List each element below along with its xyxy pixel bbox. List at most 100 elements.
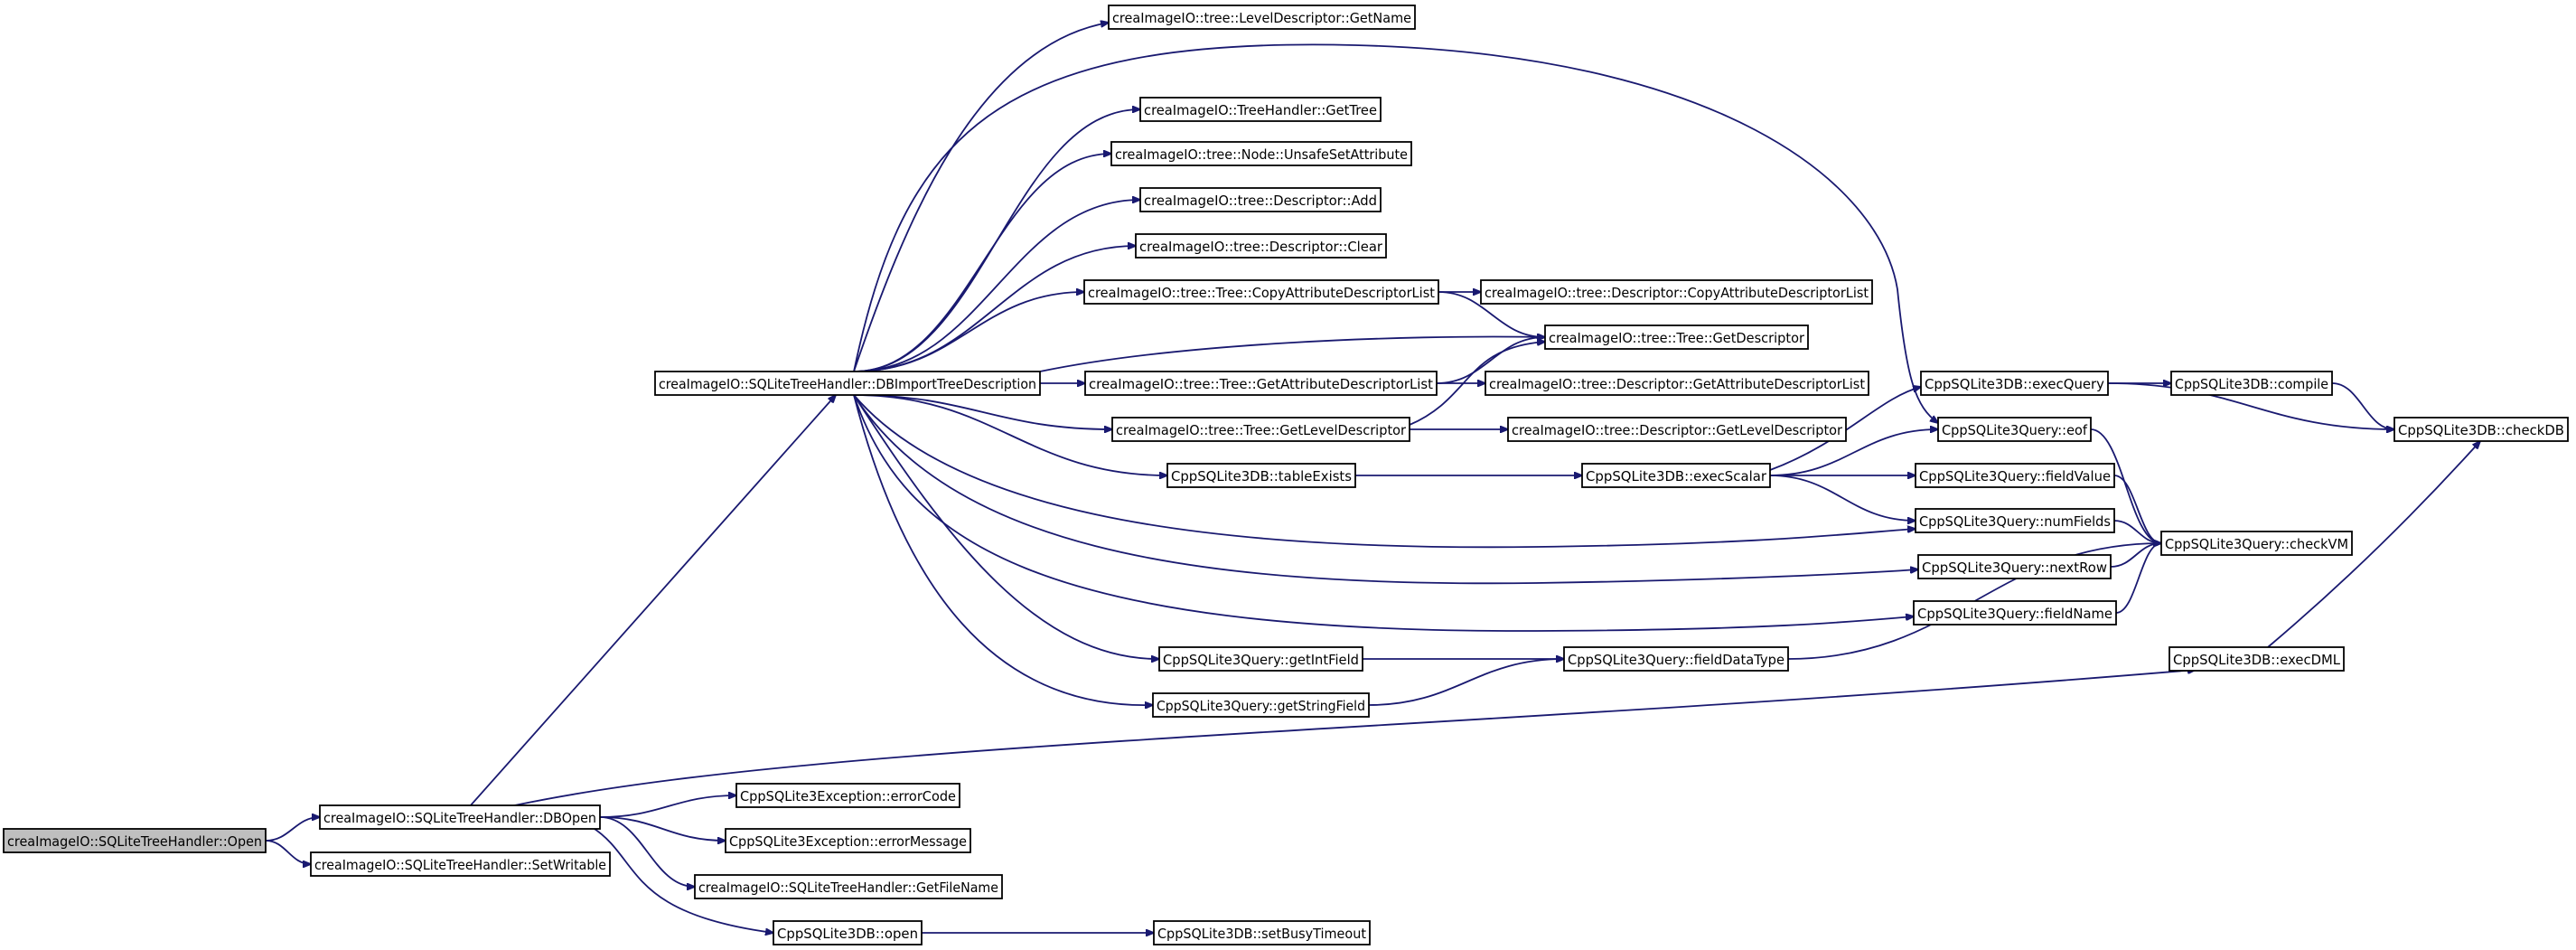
node-tableexists[interactable]: CppSQLite3DB::tableExists [1166,463,1356,488]
edge-dbopen-to-getfilename [599,816,695,887]
node-box-numfields[interactable] [1915,508,2115,533]
edge-dbimport-to-tableexists [853,394,1167,475]
node-execdml[interactable]: CppSQLite3DB::execDML [2169,646,2345,672]
node-box-treecopy[interactable] [1083,279,1439,305]
node-box-fielddatatype[interactable] [1563,646,1789,672]
node-label-nextrow: CppSQLite3Query::nextRow [1922,560,2107,576]
node-label-execquery: CppSQLite3DB::execQuery [1925,376,2104,392]
node-box-nextrow[interactable] [1917,554,2112,579]
edge-dbimport-to-descclear [853,246,1136,372]
node-label-treegetlvl: creaImageIO::tree::Tree::GetLevelDescrip… [1116,422,1407,438]
node-box-errmsg[interactable] [725,828,971,853]
node-box-dbopen[interactable] [319,804,601,830]
node-box-descgetlvl[interactable] [1507,417,1847,442]
node-box-descclear[interactable] [1135,233,1387,259]
edge-execquery-to-checkdb [2107,382,2394,429]
node-unsafeset[interactable]: creaImageIO::tree::Node::UnsafeSetAttrib… [1110,141,1412,166]
node-box-execquery[interactable] [1920,371,2109,396]
node-label-fieldname: CppSQLite3Query::fieldName [1917,606,2112,622]
node-getstring[interactable]: CppSQLite3Query::getStringField [1152,692,1370,718]
node-fieldname[interactable]: CppSQLite3Query::fieldName [1913,600,2117,625]
node-execquery[interactable]: CppSQLite3DB::execQuery [1920,371,2109,396]
node-box-lvlgetname[interactable] [1108,5,1416,30]
node-fieldvalue[interactable]: CppSQLite3Query::fieldValue [1915,463,2115,488]
node-label-gettree: creaImageIO::TreeHandler::GetTree [1144,102,1377,118]
node-checkvm[interactable]: CppSQLite3Query::checkVM [2160,531,2353,556]
node-treegetdesc[interactable]: creaImageIO::tree::Tree::GetDescriptor [1544,325,1809,350]
node-box-getfilename[interactable] [694,874,1003,899]
edge-treecopy-to-treegetdesc [1438,291,1545,337]
node-box-checkdb[interactable] [2393,417,2569,442]
node-box-fieldname[interactable] [1913,600,2117,625]
edge-fieldvalue-to-checkvm [2113,475,2161,543]
node-box-busy[interactable] [1153,920,1371,945]
node-descclear[interactable]: creaImageIO::tree::Descriptor::Clear [1135,233,1387,259]
node-dbopen3[interactable]: CppSQLite3DB::open [773,920,923,945]
node-label-dbopen: creaImageIO::SQLiteTreeHandler::DBOpen [323,810,596,826]
node-numfields[interactable]: CppSQLite3Query::numFields [1915,508,2115,533]
node-open[interactable]: creaImageIO::SQLiteTreeHandler::Open [3,828,267,853]
node-box-tableexists[interactable] [1166,463,1356,488]
node-label-numfields: CppSQLite3Query::numFields [1919,513,2111,530]
node-box-getstring[interactable] [1152,692,1370,718]
node-box-dbimport[interactable] [654,371,1041,396]
node-box-unsafeset[interactable] [1110,141,1412,166]
node-box-dbopen3[interactable] [773,920,923,945]
node-treegetlvl[interactable]: creaImageIO::tree::Tree::GetLevelDescrip… [1111,417,1410,442]
node-checkdb[interactable]: CppSQLite3DB::checkDB [2393,417,2569,442]
node-box-checkvm[interactable] [2160,531,2353,556]
node-compile[interactable]: CppSQLite3DB::compile [2170,371,2333,396]
node-dbimport[interactable]: creaImageIO::SQLiteTreeHandler::DBImport… [654,371,1041,396]
node-gettree[interactable]: creaImageIO::TreeHandler::GetTree [1139,97,1382,122]
node-box-getint[interactable] [1158,646,1363,672]
call-nodes: creaImageIO::SQLiteTreeHandler::Opencrea… [3,5,2569,945]
node-desccopy[interactable]: creaImageIO::tree::Descriptor::CopyAttri… [1480,279,1873,305]
node-box-desccopy[interactable] [1480,279,1873,305]
node-box-setwritable[interactable] [310,851,611,877]
node-box-treegetlvl[interactable] [1111,417,1410,442]
node-treegetattr[interactable]: creaImageIO::tree::Tree::GetAttributeDes… [1084,371,1438,396]
edge-dbimport-to-nextrow [853,394,1918,585]
node-box-descgetattr[interactable] [1485,371,1869,396]
node-box-fieldvalue[interactable] [1915,463,2115,488]
node-descgetlvl[interactable]: creaImageIO::tree::Descriptor::GetLevelD… [1507,417,1847,442]
node-box-errcode[interactable] [735,783,960,808]
node-getint[interactable]: CppSQLite3Query::getIntField [1158,646,1363,672]
node-errcode[interactable]: CppSQLite3Exception::errorCode [735,783,960,808]
node-box-treegetdesc[interactable] [1544,325,1809,350]
node-treecopy[interactable]: creaImageIO::tree::Tree::CopyAttributeDe… [1083,279,1439,305]
node-label-execdml: CppSQLite3DB::execDML [2173,652,2340,668]
edge-dbimport-to-fieldname [853,394,1914,632]
node-busy[interactable]: CppSQLite3DB::setBusyTimeout [1153,920,1371,945]
node-setwritable[interactable]: creaImageIO::SQLiteTreeHandler::SetWrita… [310,851,611,877]
node-descgetattr[interactable]: creaImageIO::tree::Descriptor::GetAttrib… [1485,371,1869,396]
node-label-treecopy: creaImageIO::tree::Tree::CopyAttributeDe… [1088,285,1435,301]
node-label-execscalar: CppSQLite3DB::execScalar [1586,468,1767,484]
node-nextrow[interactable]: CppSQLite3Query::nextRow [1917,554,2112,579]
edge-dbimport-to-treegetdesc [1039,336,1545,372]
node-box-open[interactable] [3,828,267,853]
node-box-compile[interactable] [2170,371,2333,396]
node-errmsg[interactable]: CppSQLite3Exception::errorMessage [725,828,971,853]
edge-dbopen-to-errcode [599,795,736,818]
node-label-errmsg: CppSQLite3Exception::errorMessage [729,833,967,850]
node-box-execscalar[interactable] [1581,463,1771,488]
node-box-gettree[interactable] [1139,97,1382,122]
node-eof[interactable]: CppSQLite3Query::eof [1937,417,2092,442]
node-box-execdml[interactable] [2169,646,2345,672]
node-execscalar[interactable]: CppSQLite3DB::execScalar [1581,463,1771,488]
node-box-eof[interactable] [1937,417,2092,442]
node-descadd[interactable]: creaImageIO::tree::Descriptor::Add [1139,187,1382,212]
edge-dbopen-to-errmsg [599,816,726,841]
node-dbopen[interactable]: creaImageIO::SQLiteTreeHandler::DBOpen [319,804,601,830]
edge-dbimport-to-lvlgetname [853,23,1109,372]
node-box-descadd[interactable] [1139,187,1382,212]
node-box-treegetattr[interactable] [1084,371,1438,396]
edge-dbimport-to-unsafeset [853,154,1111,372]
node-fielddatatype[interactable]: CppSQLite3Query::fieldDataType [1563,646,1789,672]
node-lvlgetname[interactable]: creaImageIO::tree::LevelDescriptor::GetN… [1108,5,1416,30]
node-label-checkdb: CppSQLite3DB::checkDB [2398,422,2564,438]
edge-dbimport-to-eof [853,43,1938,423]
node-getfilename[interactable]: creaImageIO::SQLiteTreeHandler::GetFileN… [694,874,1003,899]
